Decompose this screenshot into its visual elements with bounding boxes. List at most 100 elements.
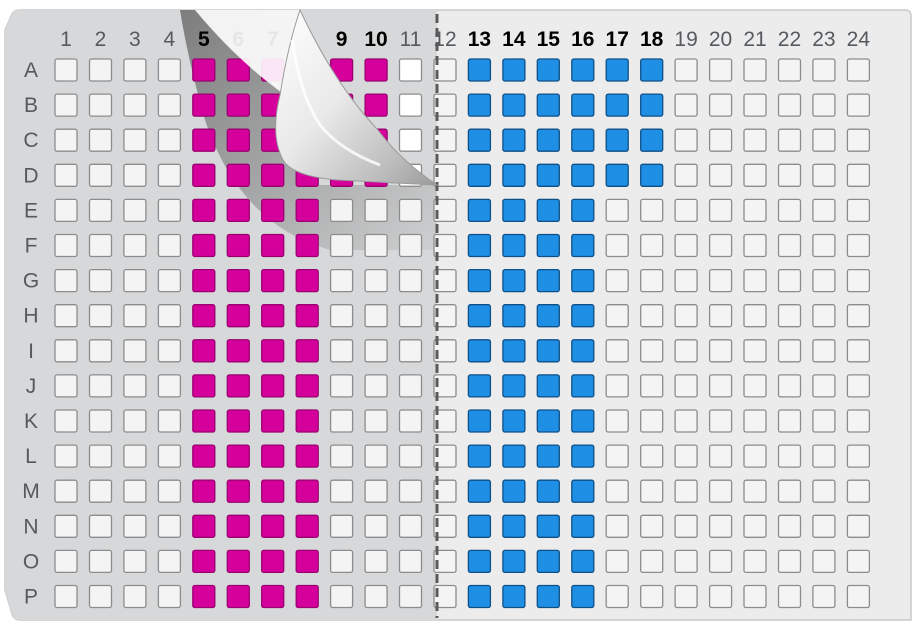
well-C1 xyxy=(55,129,77,151)
well-M14 xyxy=(503,480,525,502)
well-P24 xyxy=(847,586,869,608)
well-H21 xyxy=(744,305,766,327)
well-H1 xyxy=(55,305,77,327)
well-M6 xyxy=(227,480,249,502)
column-label-1: 1 xyxy=(60,28,72,51)
well-P6 xyxy=(227,586,249,608)
well-F10 xyxy=(365,235,387,257)
well-G4 xyxy=(158,270,180,292)
well-H11 xyxy=(400,305,422,327)
well-N20 xyxy=(710,515,732,537)
well-F24 xyxy=(847,235,869,257)
column-label-24: 24 xyxy=(847,28,871,51)
column-label-15: 15 xyxy=(537,28,561,51)
well-E14 xyxy=(503,199,525,221)
well-D18 xyxy=(641,164,663,186)
well-J21 xyxy=(744,375,766,397)
well-M8 xyxy=(296,480,318,502)
well-L5 xyxy=(193,445,215,467)
well-C3 xyxy=(124,129,146,151)
well-N15 xyxy=(537,515,559,537)
well-F14 xyxy=(503,235,525,257)
well-K18 xyxy=(641,410,663,432)
well-G13 xyxy=(468,270,490,292)
well-G19 xyxy=(675,270,697,292)
well-O14 xyxy=(503,550,525,572)
well-P9 xyxy=(331,586,353,608)
well-O15 xyxy=(537,550,559,572)
well-D16 xyxy=(572,164,594,186)
well-D5 xyxy=(193,164,215,186)
well-E7 xyxy=(262,199,284,221)
well-O5 xyxy=(193,550,215,572)
well-O17 xyxy=(606,550,628,572)
column-label-4: 4 xyxy=(164,28,176,51)
well-F2 xyxy=(90,235,112,257)
well-J3 xyxy=(124,375,146,397)
row-label-P: P xyxy=(24,586,38,609)
well-G3 xyxy=(124,270,146,292)
well-E21 xyxy=(744,199,766,221)
well-N21 xyxy=(744,515,766,537)
well-D7 xyxy=(262,164,284,186)
well-H4 xyxy=(158,305,180,327)
well-K24 xyxy=(847,410,869,432)
well-C2 xyxy=(90,129,112,151)
well-F20 xyxy=(710,235,732,257)
well-D19 xyxy=(675,164,697,186)
well-K22 xyxy=(779,410,801,432)
well-F6 xyxy=(227,235,249,257)
well-F5 xyxy=(193,235,215,257)
column-label-21: 21 xyxy=(743,28,766,51)
well-A22 xyxy=(779,59,801,81)
row-label-M: M xyxy=(22,480,40,503)
well-H22 xyxy=(779,305,801,327)
well-I10 xyxy=(365,340,387,362)
well-I15 xyxy=(537,340,559,362)
well-O21 xyxy=(744,550,766,572)
well-P3 xyxy=(124,586,146,608)
well-N13 xyxy=(468,515,490,537)
well-C19 xyxy=(675,129,697,151)
well-D14 xyxy=(503,164,525,186)
well-E10 xyxy=(365,199,387,221)
row-label-N: N xyxy=(23,515,38,538)
well-F16 xyxy=(572,235,594,257)
well-E1 xyxy=(55,199,77,221)
well-D17 xyxy=(606,164,628,186)
well-L16 xyxy=(572,445,594,467)
well-C21 xyxy=(744,129,766,151)
well-E13 xyxy=(468,199,490,221)
well-F13 xyxy=(468,235,490,257)
well-I1 xyxy=(55,340,77,362)
well-M5 xyxy=(193,480,215,502)
well-B11 xyxy=(400,94,422,116)
well-J23 xyxy=(813,375,835,397)
well-H19 xyxy=(675,305,697,327)
well-H3 xyxy=(124,305,146,327)
well-E4 xyxy=(158,199,180,221)
well-F8 xyxy=(296,235,318,257)
well-M11 xyxy=(400,480,422,502)
well-O18 xyxy=(641,550,663,572)
row-label-D: D xyxy=(23,164,38,187)
well-E2 xyxy=(90,199,112,221)
well-C24 xyxy=(847,129,869,151)
well-N2 xyxy=(90,515,112,537)
well-F17 xyxy=(606,235,628,257)
well-I24 xyxy=(847,340,869,362)
well-B5 xyxy=(193,94,215,116)
well-M18 xyxy=(641,480,663,502)
well-P21 xyxy=(744,586,766,608)
column-label-23: 23 xyxy=(812,28,835,51)
well-L10 xyxy=(365,445,387,467)
well-A17 xyxy=(606,59,628,81)
well-I13 xyxy=(468,340,490,362)
well-L7 xyxy=(262,445,284,467)
well-O6 xyxy=(227,550,249,572)
column-label-14: 14 xyxy=(502,28,526,51)
well-O1 xyxy=(55,550,77,572)
well-I14 xyxy=(503,340,525,362)
well-C6 xyxy=(227,129,249,151)
well-I6 xyxy=(227,340,249,362)
